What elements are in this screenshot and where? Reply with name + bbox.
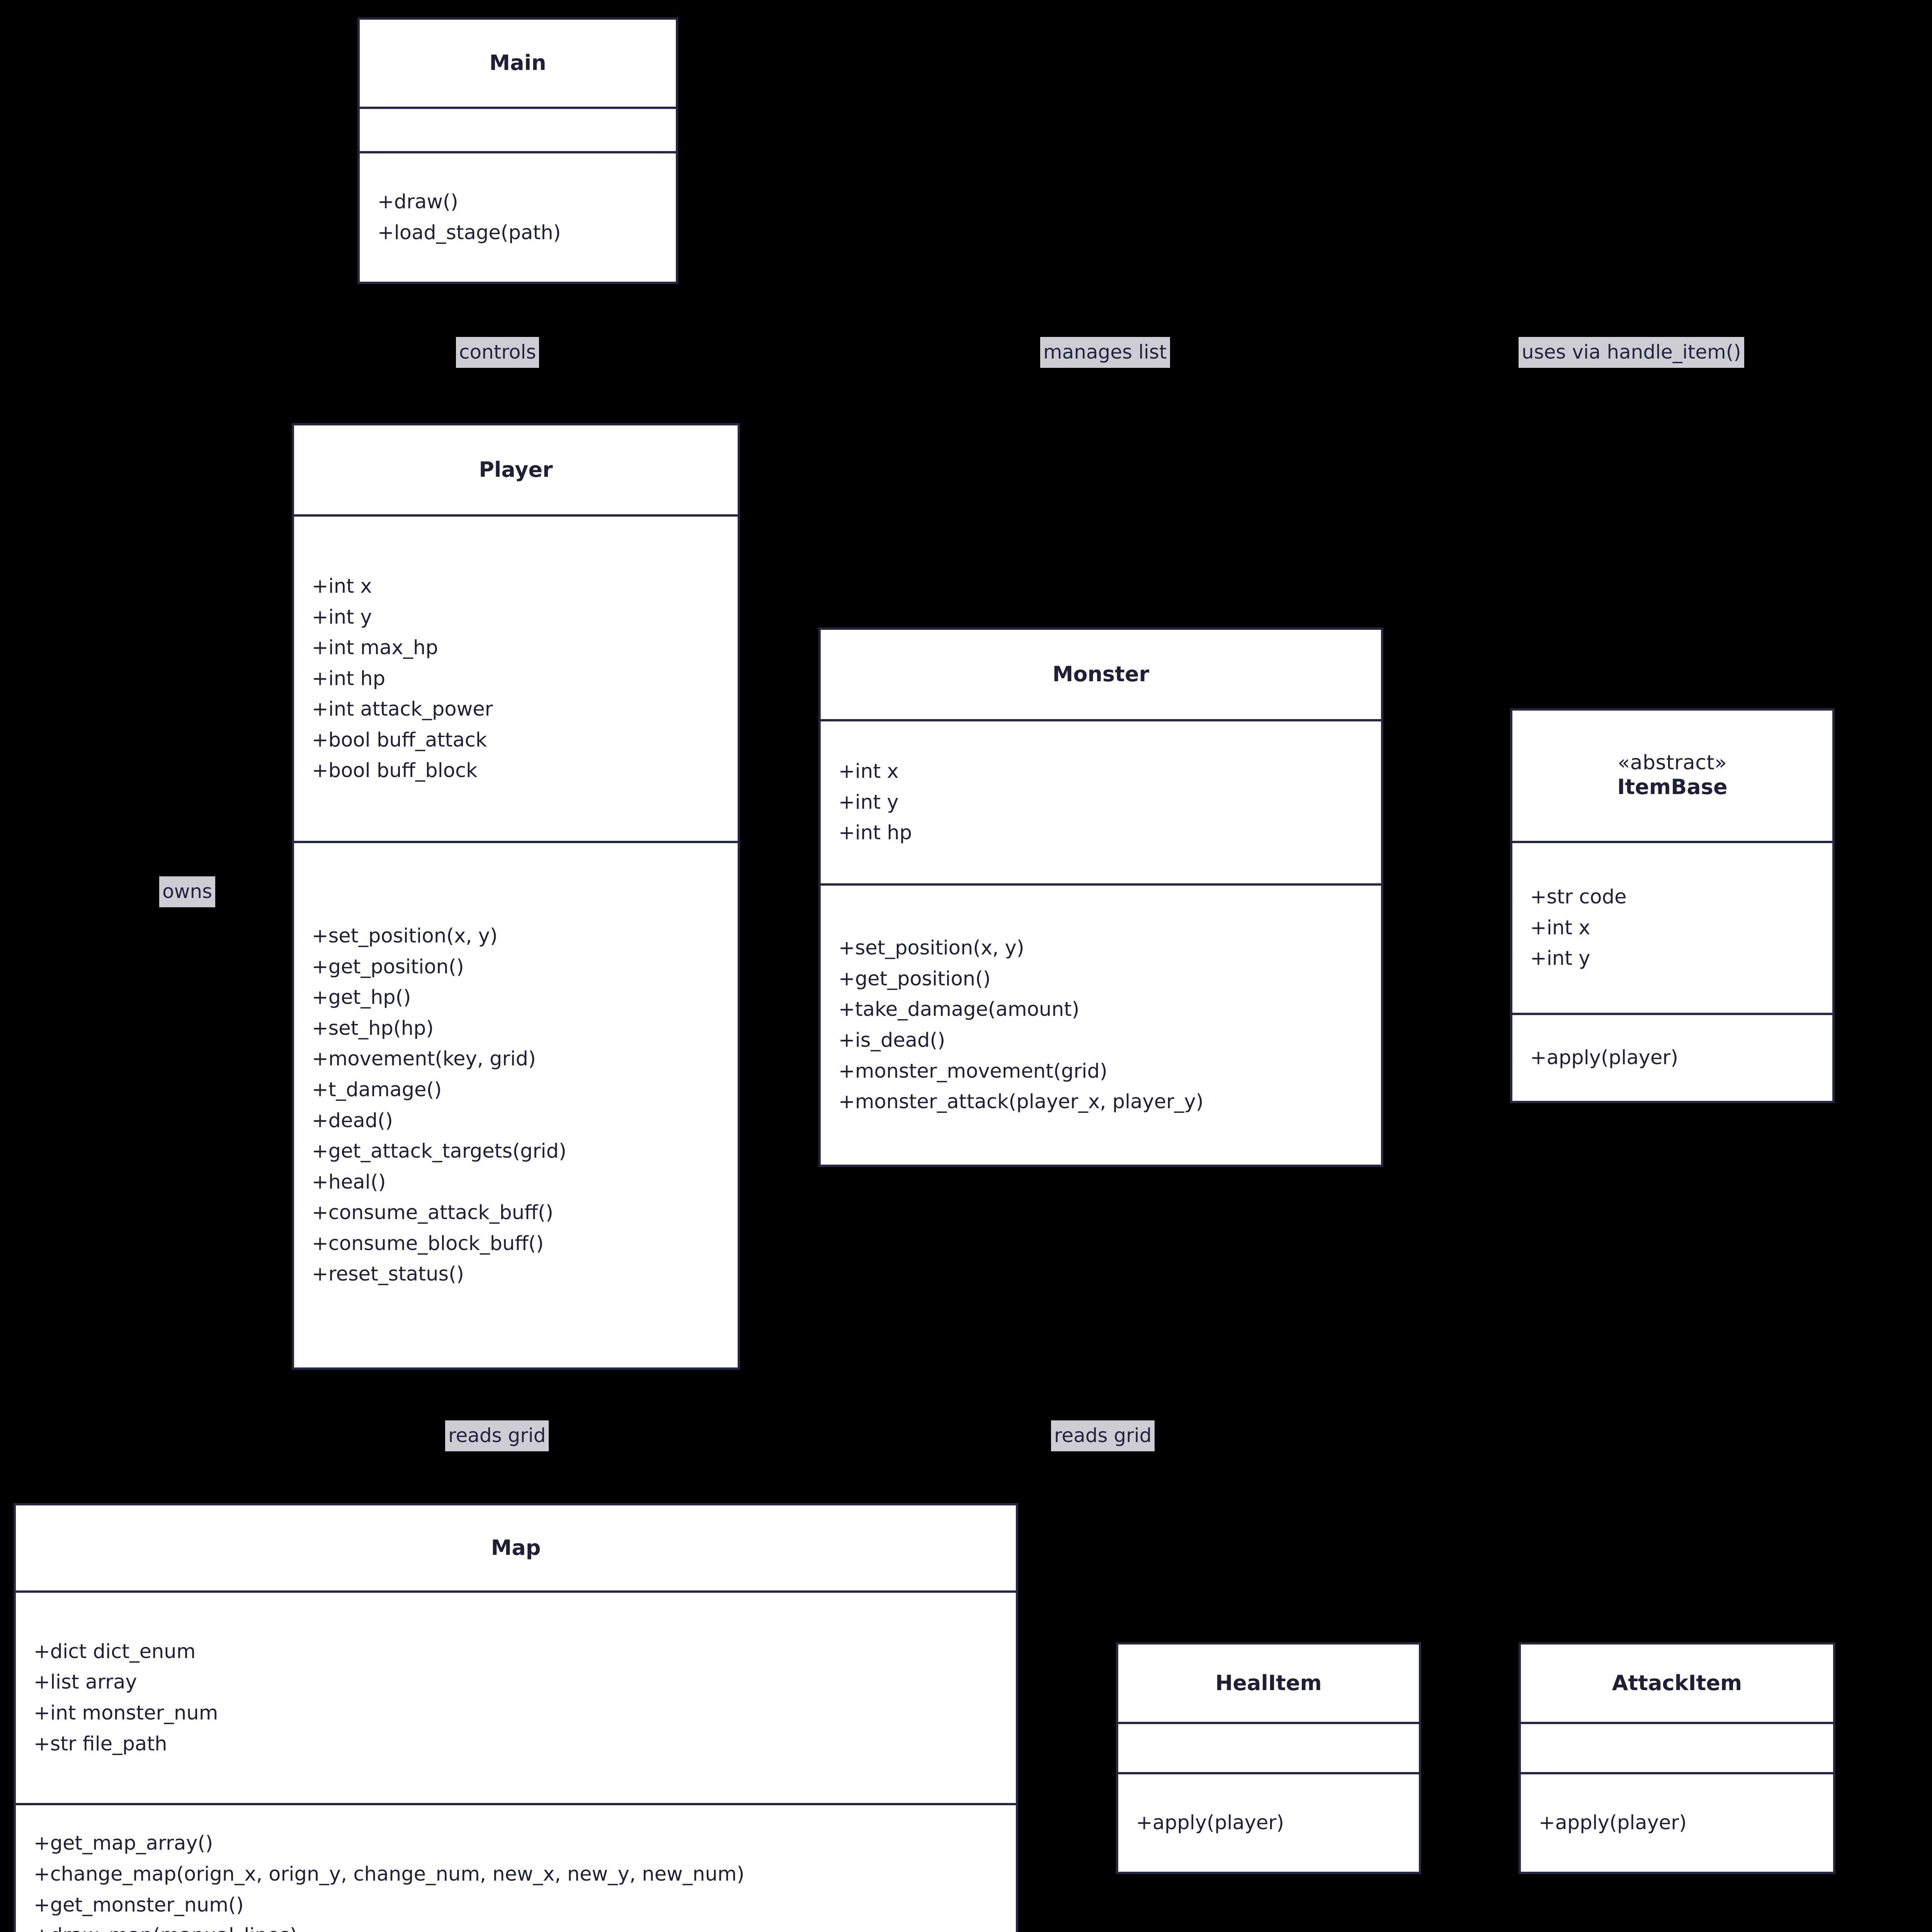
class-member: +consume_block_buff()	[312, 1232, 544, 1255]
class-name-monster: Monster	[1052, 662, 1150, 687]
class-member: +int x	[838, 760, 899, 783]
class-attributes-monster: +int x +int y +int hp	[821, 719, 1381, 883]
relationship-label-monster-reads-grid: reads grid	[1051, 1420, 1155, 1451]
class-member: +int hp	[838, 821, 912, 845]
class-member: +monster_movement(grid)	[838, 1060, 1107, 1083]
class-member: +get_position()	[312, 955, 464, 978]
class-box-player[interactable]: Player +int x +int y +int max_hp +int hp…	[292, 423, 740, 1370]
class-stereotype-itembase: «abstract»	[1617, 751, 1727, 775]
class-methods-player: +set_position(x, y) +get_position() +get…	[294, 841, 738, 1367]
class-attributes-healitem	[1118, 1722, 1419, 1772]
class-header-healitem: HealItem	[1118, 1645, 1419, 1722]
class-attributes-main	[360, 107, 676, 151]
class-member: +is_dead()	[838, 1029, 946, 1052]
relationship-label-controls: controls	[456, 337, 539, 368]
class-member: +get_attack_targets(grid)	[312, 1140, 566, 1163]
class-member: +int x	[312, 575, 372, 598]
class-header-itembase: «abstract» ItemBase	[1512, 711, 1832, 841]
class-member: +apply(player)	[1136, 1811, 1284, 1835]
class-box-map[interactable]: Map +dict dict_enum +list array +int mon…	[14, 1503, 1018, 1932]
class-member: +load_stage(path)	[378, 221, 561, 244]
class-member: +set_position(x, y)	[838, 937, 1024, 960]
class-methods-healitem: +apply(player)	[1118, 1772, 1419, 1872]
class-member: +dead()	[312, 1109, 393, 1132]
relationship-label-manages-list: manages list	[1040, 337, 1170, 368]
class-methods-monster: +set_position(x, y) +get_position() +tak…	[821, 883, 1381, 1165]
class-member: +int y	[1530, 947, 1590, 970]
class-member: +get_position()	[838, 967, 991, 990]
class-member: +draw_map(manual_lines)	[34, 1920, 998, 1932]
class-member: +reset_status()	[312, 1263, 464, 1286]
class-member: +int x	[1530, 916, 1590, 939]
class-member: +int attack_power	[312, 698, 493, 721]
class-name-itembase: ItemBase	[1617, 775, 1728, 799]
class-box-itembase[interactable]: «abstract» ItemBase +str code +int x +in…	[1510, 708, 1835, 1103]
class-box-main[interactable]: Main +draw() +load_stage(path)	[357, 17, 678, 284]
class-name-attackitem: AttackItem	[1612, 1670, 1742, 1695]
class-header-map: Map	[16, 1505, 1016, 1590]
class-member: +list array	[34, 1671, 137, 1694]
class-member: +int monster_num	[34, 1702, 218, 1725]
class-member: +get_hp()	[312, 986, 411, 1009]
class-header-attackitem: AttackItem	[1521, 1645, 1833, 1722]
class-member: +get_map_array()	[34, 1832, 213, 1855]
class-methods-main: +draw() +load_stage(path)	[360, 151, 676, 282]
class-name-healitem: HealItem	[1215, 1670, 1322, 1695]
class-member: +str code	[1530, 886, 1627, 909]
class-member: +int y	[312, 605, 372, 629]
class-member: +change_map(orign_x, orign_y, change_num…	[34, 1862, 745, 1886]
class-attributes-itembase: +str code +int x +int y	[1512, 841, 1832, 1013]
class-attributes-map: +dict dict_enum +list array +int monster…	[16, 1590, 1016, 1803]
class-member: +consume_attack_buff()	[312, 1201, 553, 1225]
class-methods-itembase: +apply(player)	[1512, 1013, 1832, 1101]
class-methods-map: +get_map_array() +change_map(orign_x, or…	[16, 1803, 1016, 1932]
class-member: +movement(key, grid)	[312, 1048, 536, 1071]
class-member: +set_position(x, y)	[312, 925, 498, 948]
class-name-player: Player	[479, 457, 553, 482]
class-member: +take_damage(amount)	[838, 998, 1080, 1021]
class-header-monster: Monster	[821, 630, 1381, 719]
class-name-map: Map	[491, 1535, 541, 1560]
class-member: +int hp	[312, 667, 386, 690]
class-methods-attackitem: +apply(player)	[1521, 1772, 1833, 1872]
class-box-monster[interactable]: Monster +int x +int y +int hp +set_posit…	[818, 628, 1383, 1167]
class-attributes-player: +int x +int y +int max_hp +int hp +int a…	[294, 514, 738, 841]
class-member: +t_damage()	[312, 1078, 442, 1101]
class-member: +apply(player)	[1539, 1811, 1687, 1835]
class-member: +int max_hp	[312, 636, 438, 660]
class-name-main: Main	[489, 51, 546, 75]
relationship-label-uses-via-handle-item: uses via handle_item()	[1519, 337, 1744, 368]
class-member: +bool buff_block	[312, 759, 478, 782]
class-member: +str file_path	[34, 1732, 167, 1755]
relationship-label-player-reads-grid: reads grid	[445, 1420, 549, 1451]
class-header-player: Player	[294, 425, 738, 514]
class-member: +monster_attack(player_x, player_y)	[838, 1090, 1204, 1114]
class-member: +int y	[838, 791, 899, 814]
class-member: +dict dict_enum	[34, 1640, 196, 1663]
class-member: +draw()	[378, 190, 458, 214]
relationship-label-owns: owns	[159, 876, 216, 907]
class-member: +set_hp(hp)	[312, 1017, 434, 1040]
class-box-healitem[interactable]: HealItem +apply(player)	[1116, 1642, 1421, 1874]
class-member: +bool buff_attack	[312, 728, 487, 752]
class-attributes-attackitem	[1521, 1722, 1833, 1772]
class-header-main: Main	[360, 20, 676, 107]
class-member: +heal()	[312, 1170, 386, 1194]
class-box-attackitem[interactable]: AttackItem +apply(player)	[1519, 1642, 1835, 1874]
class-member: +apply(player)	[1530, 1046, 1679, 1070]
class-member: +get_monster_num()	[34, 1893, 244, 1917]
